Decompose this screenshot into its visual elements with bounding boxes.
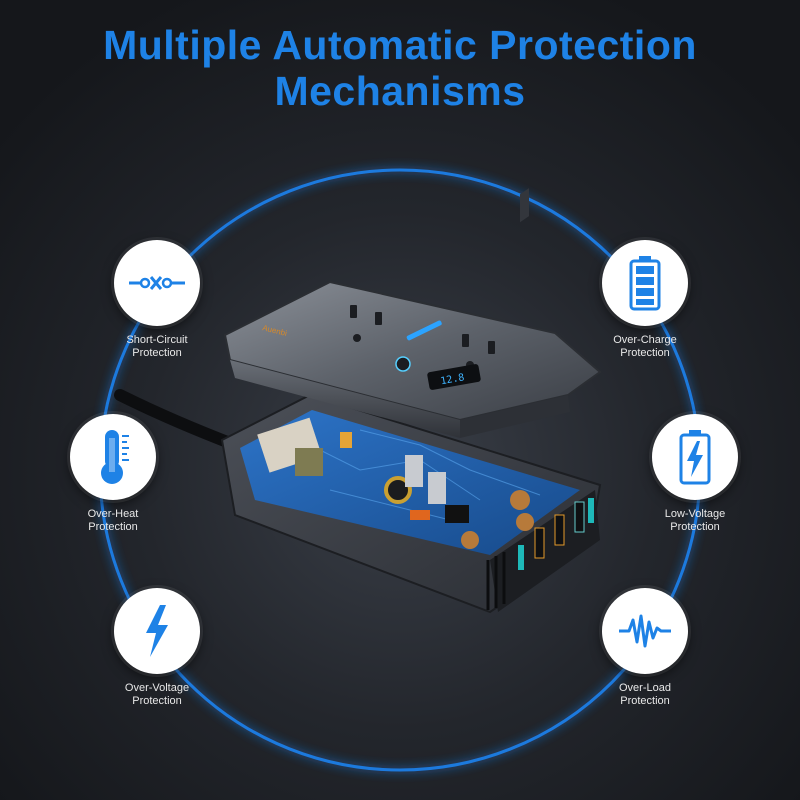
feature-low-voltage: Low-Voltage Protection (620, 414, 770, 534)
feature-line-1: Over-Charge (613, 334, 677, 346)
feature-line-1: Over-Load (619, 682, 671, 694)
feature-line-2: Protection (670, 521, 720, 533)
thermometer-icon (101, 430, 129, 484)
title-line-1: Multiple Automatic Protection (103, 22, 697, 68)
short-circuit-icon (129, 276, 185, 290)
waveform-icon (619, 614, 671, 648)
lightning-bolt-icon (146, 605, 168, 657)
feature-line-2: Protection (620, 695, 670, 707)
feature-line-1: Over-Voltage (124, 682, 190, 694)
feature-line-1: Low-Voltage (664, 508, 726, 520)
battery-charging-icon (679, 430, 711, 485)
page-title: Multiple Automatic Protection Mechanisms (0, 22, 800, 114)
feature-over-heat: Over-Heat Protection (38, 414, 188, 534)
over-voltage-badge (114, 588, 200, 674)
battery-full-icon (629, 256, 661, 311)
low-voltage-badge (652, 414, 738, 500)
feature-over-charge: Over-Charge Protection (570, 240, 720, 360)
feature-line-2: Protection (88, 521, 138, 533)
title-line-2: Mechanisms (274, 68, 526, 114)
feature-line-2: Protection (620, 347, 670, 359)
over-heat-badge (70, 414, 156, 500)
display-reading: 12.8 (440, 372, 466, 387)
short-circuit-badge (114, 240, 200, 326)
feature-over-load: Over-Load Protection (570, 588, 720, 708)
over-load-badge (602, 588, 688, 674)
feature-short-circuit: Short-Circuit Protection (82, 240, 232, 360)
feature-over-voltage: Over-Voltage Protection (82, 588, 232, 708)
feature-line-1: Short-Circuit (126, 334, 188, 346)
feature-line-1: Over-Heat (87, 508, 139, 520)
feature-line-2: Protection (132, 347, 182, 359)
over-charge-badge (602, 240, 688, 326)
feature-line-2: Protection (132, 695, 182, 707)
